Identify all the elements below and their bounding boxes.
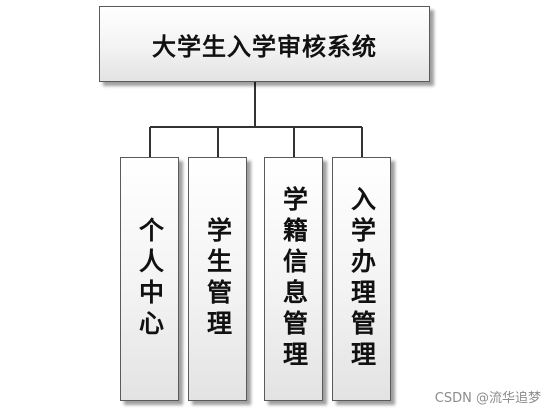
- root-node-label: 大学生入学审核系统: [152, 32, 377, 61]
- child-node-status-management: 学籍信息管理: [264, 157, 323, 401]
- root-node: 大学生入学审核系统: [99, 6, 430, 82]
- child-node-label: 个人中心: [135, 217, 165, 341]
- child-node-label: 学生管理: [203, 217, 233, 341]
- child-node-enrollment-management: 入学办理管理: [332, 157, 391, 401]
- child-node-label: 学籍信息管理: [279, 186, 309, 372]
- child-node-personal-center: 个人中心: [120, 157, 179, 401]
- child-node-label: 入学办理管理: [347, 186, 377, 372]
- watermark: CSDN @流华追梦: [434, 391, 541, 406]
- child-node-student-management: 学生管理: [188, 157, 247, 401]
